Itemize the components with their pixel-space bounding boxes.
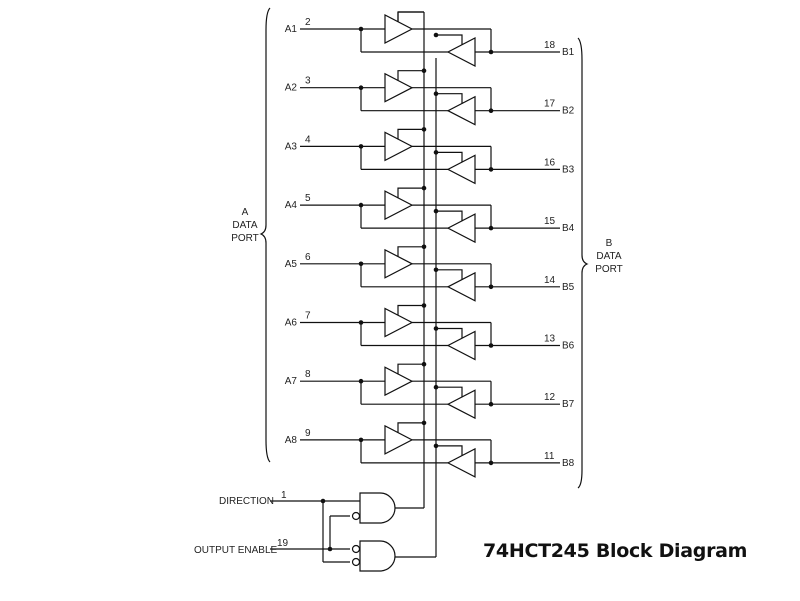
forward-enable-wire [397, 304, 424, 316]
b-pin-name: B3 [562, 164, 575, 175]
a-pin-number: 7 [305, 311, 311, 322]
diagram-title: 74HCT245 Block Diagram [483, 540, 748, 562]
forward-enable-wire [397, 422, 424, 433]
b-pin-name: B5 [562, 282, 575, 293]
a-port-label-line3: PORT [231, 233, 259, 244]
reverse-enable-wire [436, 327, 463, 339]
inverter-bubble-icon [351, 557, 361, 567]
a-pin-name: A2 [285, 83, 298, 94]
b-pin-name: B8 [562, 458, 575, 469]
b-pin-name: B2 [562, 106, 575, 117]
a-pin-name: A4 [285, 200, 298, 211]
a-pin-number: 2 [305, 17, 311, 28]
junction-dot [433, 32, 439, 38]
forward-enable-wire [397, 128, 424, 140]
b-pin-number: 15 [544, 216, 556, 227]
a-pin-number: 5 [305, 193, 311, 204]
reverse-enable-wire [436, 93, 463, 104]
b-port-label-line2: DATA [596, 251, 622, 262]
a-pin-number: 9 [305, 428, 311, 439]
reverse-enable-wire [436, 151, 463, 163]
and-gate-reverse-icon [359, 540, 396, 572]
b-pin-number: 18 [544, 40, 556, 51]
b-pin-number: 12 [544, 392, 556, 403]
b-pin-name: B6 [562, 341, 575, 352]
a-port-label-line1: A [242, 207, 249, 218]
a-pin-number: 4 [305, 134, 311, 145]
a-pin-name: A3 [285, 141, 298, 152]
a-pin-name: A8 [285, 435, 298, 446]
b-port-label-line3: PORT [595, 264, 623, 275]
reverse-enable-wire [436, 210, 463, 222]
b-pin-number: 11 [544, 451, 555, 462]
b-pin-number: 16 [544, 157, 556, 168]
b-pin-name: B4 [562, 223, 575, 234]
reverse-enable-wire [436, 34, 463, 45]
b-port-brace [577, 37, 589, 489]
a-port-brace [259, 7, 271, 463]
reverse-enable-wire [436, 386, 463, 398]
a-pin-name: A5 [285, 259, 298, 270]
reverse-enable-wire [436, 445, 463, 456]
reverse-enable-wire [436, 269, 463, 280]
output-enable-label: OUTPUT ENABLE [194, 545, 277, 556]
b-pin-number: 14 [544, 275, 556, 286]
a-pin-number: 8 [305, 369, 311, 380]
a-pin-number: 6 [305, 252, 311, 263]
b-pin-number: 17 [544, 99, 556, 110]
a-pin-name: A7 [285, 376, 298, 387]
direction-label: DIRECTION [219, 496, 274, 507]
inverter-bubble-icon [351, 511, 361, 521]
direction-pin: 1 [281, 490, 287, 501]
forward-enable-wire [397, 187, 424, 199]
forward-enable-wire [397, 363, 424, 375]
inverter-bubble-icon [351, 544, 361, 554]
b-pin-name: B7 [562, 399, 575, 410]
and-gate-forward-icon [359, 492, 396, 524]
b-pin-number: 13 [544, 334, 556, 345]
forward-enable-wire [397, 246, 424, 257]
output-enable-pin: 19 [277, 538, 289, 549]
a-pin-number: 3 [305, 76, 311, 87]
b-pin-name: B1 [562, 47, 575, 58]
forward-enable-wire [397, 70, 424, 81]
a-port-label-line2: DATA [232, 220, 258, 231]
b-port-label-line1: B [606, 238, 613, 249]
a-pin-name: A6 [285, 318, 298, 329]
forward-enable-wire [397, 11, 424, 22]
a-pin-name: A1 [285, 24, 298, 35]
